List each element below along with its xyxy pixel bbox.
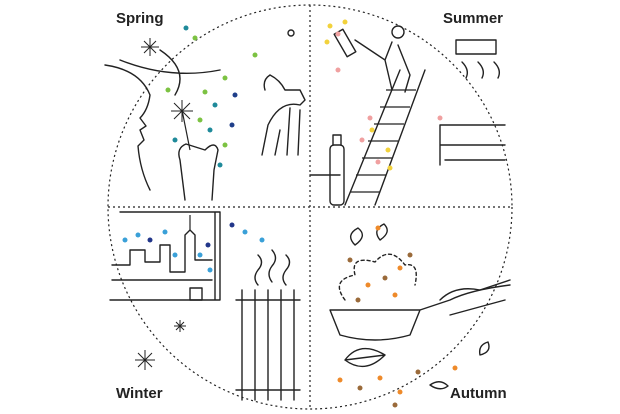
season-label-winter: Winter [116, 385, 163, 402]
spring-dots [165, 25, 258, 168]
summer-dots [324, 19, 443, 171]
autumn-dots [337, 225, 458, 408]
season-label-spring: Spring [116, 10, 164, 27]
season-label-autumn: Autumn [450, 385, 507, 402]
summer-scene [309, 19, 506, 206]
autumn-scene [329, 223, 511, 408]
winter-dots [122, 222, 265, 273]
winter-scene [109, 211, 301, 401]
season-label-summer: Summer [443, 10, 504, 27]
spring-scene [104, 25, 306, 201]
